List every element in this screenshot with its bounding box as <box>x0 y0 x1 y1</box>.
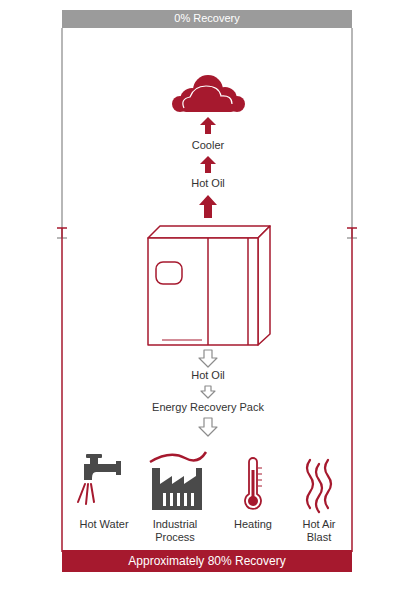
flow-label: Hot Oil <box>148 177 268 190</box>
use-label: Hot Water <box>73 518 135 531</box>
factory-icon <box>150 452 206 510</box>
heat-waves-icon <box>307 460 331 512</box>
flow-label: Cooler <box>148 139 268 152</box>
compressor-icon <box>148 226 270 345</box>
recovery-band: 0% Recovery <box>62 10 352 28</box>
band-text: Approximately 80% Recovery <box>128 554 285 568</box>
flow-label: Hot Oil <box>148 369 268 382</box>
flow-label: Energy Recovery Pack <box>123 401 293 414</box>
eighty-recovery-bracket <box>57 228 357 552</box>
tap-icon <box>78 454 121 504</box>
thermometer-icon <box>245 458 262 509</box>
recovery-band: Approximately 80% Recovery <box>62 550 352 572</box>
cloud-icon <box>172 75 245 112</box>
zero-recovery-bracket <box>57 28 357 238</box>
down-arrow <box>199 350 217 436</box>
use-label: Heating <box>223 518 283 531</box>
band-text: 0% Recovery <box>174 12 239 25</box>
use-label: Hot Air Blast <box>296 518 342 544</box>
up-arrow <box>199 117 217 218</box>
use-label: Industrial Process <box>142 518 208 544</box>
